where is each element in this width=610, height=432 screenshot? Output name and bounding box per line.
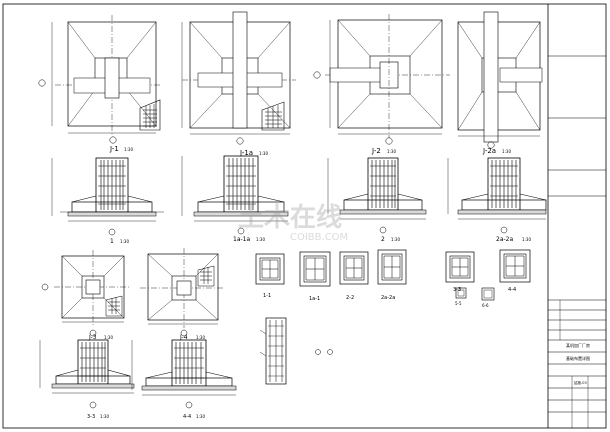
section-2a-2a: [447, 157, 547, 234]
column-section-1-1: 1-1: [255, 253, 285, 299]
section-scale-3-3: 1:30: [100, 414, 109, 419]
title-block: 某机加厂厂房 基础布置详图 结施-03: [548, 55, 606, 428]
plan-scale-j-3: 1:30: [104, 335, 113, 340]
column-section-2-2: 2-2: [339, 251, 369, 301]
colsec-label-3-3: 3-3: [453, 287, 461, 293]
row3-labels: J-3 1:30 J-4 1:30: [88, 334, 205, 341]
section-3-3: 3-3 1:30: [39, 339, 135, 420]
watermark: 土木在线 COIBB.COM: [238, 203, 348, 243]
detail-marker-b: [327, 349, 333, 355]
watermark-cn: 土木在线: [238, 203, 342, 233]
plan-j-2a: [457, 11, 543, 149]
colsec-label-2-2: 2-2: [346, 295, 354, 301]
detail-6-6: 6-6: [481, 287, 495, 308]
section-4-4: 4-4 1:30: [131, 339, 237, 420]
plan-label-j-4: J-4: [179, 334, 188, 341]
plan-scale-j-1a: 1:30: [259, 151, 268, 156]
plan-label-j-2: J-2: [371, 147, 381, 155]
detail-5-5: 5-5: [455, 287, 467, 306]
column-section-2a-2a: 2a-2a: [377, 249, 407, 301]
plan-label-j-2a: J-2a: [482, 147, 496, 155]
plan-scale-j-1: 1:30: [124, 147, 133, 152]
section-scale-4-4: 1:30: [196, 414, 205, 419]
plan-label-j-1a: J-1a: [239, 149, 253, 157]
colsec-label-4-4: 4-4: [508, 287, 516, 293]
colsec-label-1a-1: 1a-1: [309, 296, 320, 302]
section-label-3-3: 3-3: [87, 414, 95, 420]
section-scale-2a-2a: 1:30: [522, 237, 531, 242]
colsec-label-1-1: 1-1: [263, 293, 271, 299]
plan-j-1a: [181, 11, 296, 145]
plan-scale-j-2a: 1:30: [502, 149, 511, 154]
plan-j-2: [313, 14, 450, 145]
plan-label-j-3: J-3: [88, 334, 97, 341]
column-section-4-4: 4-4: [499, 249, 531, 293]
section-label-1: 1: [110, 238, 114, 245]
title-number: 结施-03: [574, 380, 587, 385]
section-scale-1a-1a: 1:30: [256, 237, 265, 242]
detail-label-6-6: 6-6: [482, 303, 489, 308]
section-2: [327, 157, 427, 234]
section-scale-1: 1:30: [120, 239, 129, 244]
plan-j-3: [41, 250, 130, 337]
section-1a-1a: [181, 155, 289, 235]
section-1: [51, 157, 164, 236]
row1-labels: J-1 1:30 J-1a 1:30 J-2 1:30 J-2a 1:30: [109, 145, 511, 157]
title-drawing: 基础布置详图: [566, 355, 590, 361]
section-scale-2: 1:30: [391, 237, 400, 242]
plan-label-j-1: J-1: [109, 145, 119, 153]
section-label-4-4: 4-4: [183, 414, 191, 420]
section-label-2a-2a: 2a-2a: [496, 236, 513, 243]
rebar-column-detail: [259, 317, 287, 385]
plan-j-1: [38, 15, 162, 144]
section-label-1a-1a: 1a-1a: [233, 236, 250, 243]
sheet-border: [2, 3, 607, 429]
row2-labels: 1 1:30 1a-1a 1:30 2 1:30 2a-2a 1:30: [110, 236, 531, 245]
plan-scale-j-4: 1:30: [196, 335, 205, 340]
column-section-1a-1: 1a-1: [299, 251, 331, 302]
colsec-label-2a-2a: 2a-2a: [381, 295, 395, 301]
title-project: 某机加厂厂房: [566, 342, 590, 348]
column-section-3-3: 3-3: [445, 251, 475, 293]
watermark-en: COIBB.COM: [290, 232, 348, 243]
detail-label-5-5: 5-5: [455, 301, 462, 306]
detail-marker-a: [315, 349, 321, 355]
plan-j-4: [140, 248, 224, 337]
plan-scale-j-2: 1:30: [387, 149, 396, 154]
section-label-2: 2: [381, 236, 385, 243]
